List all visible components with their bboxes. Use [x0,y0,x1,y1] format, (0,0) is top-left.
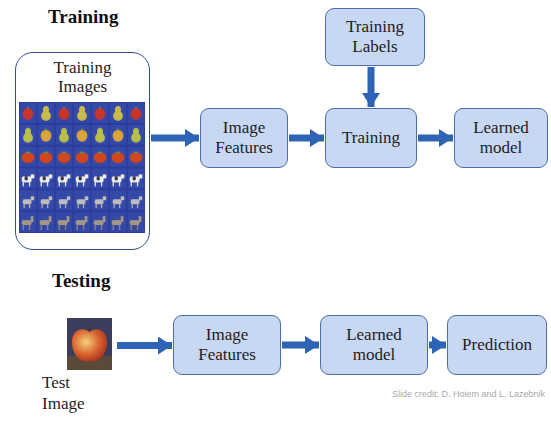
process-box: Training Labels [325,8,425,66]
node-text: Image Features [174,325,280,364]
apple-photo [67,318,112,370]
process-box: Image Features [173,315,281,375]
node-text: Training [338,128,404,148]
flow-arrow [117,342,172,349]
flow-arrow [151,135,199,142]
process-box: Learned model [454,108,548,168]
node-text: Test Image [42,372,100,415]
section-heading: Training [48,6,118,28]
node-text: Prediction [458,335,536,355]
node-text: Image Features [201,118,287,157]
flow-arrow [418,135,453,142]
test-image: Test Image [38,316,116,418]
process-box: Prediction [447,315,547,375]
node-text: Learned model [321,325,427,364]
flow-arrow [282,342,319,349]
training-image-grid [19,102,145,233]
flow-arrow [289,135,324,142]
process-box: Image Features [200,108,288,168]
flow-arrow [368,67,375,107]
credit-note: Slide credit: D. Hoiem and L. Lazebnik [392,389,545,399]
flow-arrow [429,342,446,349]
image-set-panel: Training Images [15,52,150,250]
process-box: Learned model [320,315,428,375]
section-heading: Testing [52,270,110,292]
node-text: Training Images [37,58,129,96]
node-text: Training Labels [326,17,424,56]
node-text: Learned model [455,118,547,157]
process-box: Training [325,108,417,168]
